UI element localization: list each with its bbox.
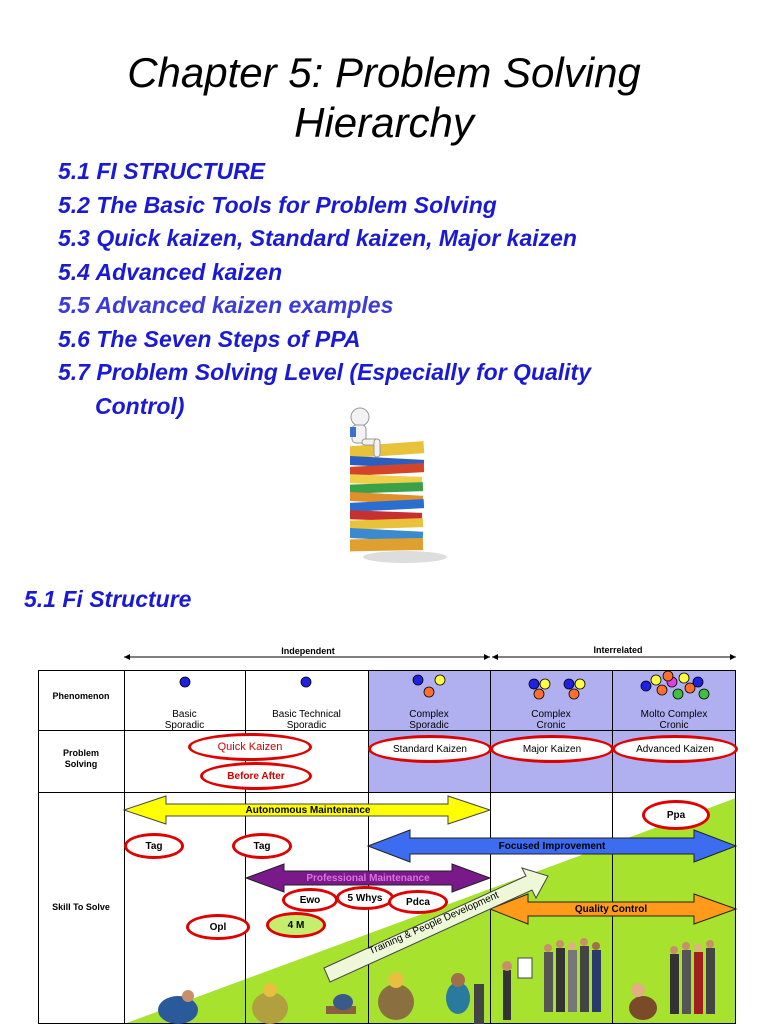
tag-oval-technical[interactable]: Tag [232, 833, 292, 859]
col-label-line1: Molto Complex [640, 709, 708, 720]
quality-control-arrow [488, 893, 738, 925]
stick-figure [350, 407, 381, 458]
focused-improvement-label: Focused Improvement [498, 841, 606, 852]
toc-item-5-2[interactable]: 5.2 The Basic Tools for Problem Solving [58, 191, 497, 218]
col-molto-complex-cronic: Molto Complex Cronic [612, 709, 736, 731]
toc-item-5-7[interactable]: 5.7 Problem Solving Level (Especially fo… [58, 359, 592, 385]
row-header-problem-solving: Problem Solving [38, 748, 124, 770]
col-label-line1: Basic Technical [272, 709, 341, 720]
title-line-2: Hierarchy [294, 99, 474, 146]
autonomous-maintenance-arrow [122, 795, 492, 825]
advanced-kaizen-oval[interactable]: Advanced Kaizen [612, 735, 738, 763]
title-line-1: Chapter 5: Problem Solving [127, 49, 641, 96]
row-header-phenomenon: Phenomenon [52, 691, 110, 701]
five-whys-oval[interactable]: 5 Whys [336, 886, 394, 910]
row-header-problem-line1: Problem [62, 748, 99, 758]
independent-label: Independent [281, 646, 335, 656]
toc-item-5-1[interactable]: 5.1 FI STRUCTURE [58, 158, 266, 184]
quick-kaizen-oval[interactable]: Quick Kaizen [188, 733, 312, 761]
col-basic-sporadic: Basic Sporadic [124, 709, 245, 731]
phenomenon-dots [179, 670, 710, 700]
col-basic-technical-sporadic: Basic Technical Sporadic [245, 709, 368, 731]
col-label-line2: Sporadic [286, 720, 327, 731]
training-arrow [323, 867, 549, 983]
col-complex-sporadic: Complex Sporadic [368, 709, 490, 731]
ppa-oval[interactable]: Ppa [642, 800, 710, 830]
four-m-oval[interactable]: 4 M [266, 912, 326, 938]
toc-item-5-7-cont[interactable]: Control) [95, 392, 185, 419]
col-label-line2: Sporadic [409, 720, 449, 731]
fi-structure-diagram: Independent Interrelated Phenomenon Prob… [38, 640, 738, 1024]
col-label-line2: Sporadic [164, 720, 205, 731]
autonomous-maintenance-label: Autonomous Maintenance [245, 805, 371, 816]
row-header-skill: Skill To Solve [52, 902, 110, 912]
books-stack [350, 441, 425, 552]
before-after-oval[interactable]: Before After [200, 762, 312, 790]
interrelated-label: Interrelated [593, 645, 643, 655]
toc-item-5-3[interactable]: 5.3 Quick kaizen, Standard kaizen, Major… [58, 225, 577, 251]
col-label-line1: Basic [172, 709, 197, 720]
row-header-problem-line2: Solving [64, 759, 98, 769]
focused-improvement-arrow [366, 829, 738, 863]
toc-item-5-4[interactable]: 5.4 Advanced kaizen [58, 258, 283, 285]
professional-maintenance-arrow [244, 863, 492, 893]
quality-control-label: Quality Control [574, 904, 648, 915]
tag-oval-basic[interactable]: Tag [124, 833, 184, 859]
col-label-line1: Complex [531, 709, 571, 720]
ewo-oval[interactable]: Ewo [282, 888, 338, 912]
col-complex-cronic: Complex Cronic [490, 709, 612, 731]
interrelated-arrow [492, 654, 736, 660]
section-heading: 5.1 Fi Structure [24, 586, 192, 612]
page-title: Chapter 5: Problem Solving Hierarchy [0, 48, 768, 148]
workers-illustration [158, 938, 715, 1024]
professional-maintenance-label: Professional Maintenance [306, 873, 430, 884]
opl-oval[interactable]: Opl [186, 914, 250, 940]
diagram-graphics [38, 654, 738, 1024]
toc-item-5-6[interactable]: 5.6 The Seven Steps of PPA [58, 325, 361, 352]
col-label-line1: Complex [409, 709, 449, 720]
major-kaizen-oval[interactable]: Major Kaizen [490, 735, 614, 763]
standard-kaizen-oval[interactable]: Standard Kaizen [368, 735, 492, 763]
pdca-oval[interactable]: Pdca [388, 890, 448, 914]
independent-arrow [124, 654, 490, 660]
toc-item-5-5[interactable]: 5.5 Advanced kaizen examples [58, 292, 394, 318]
col-label-line2: Cronic [536, 720, 566, 731]
table-of-contents: 5.1 FI STRUCTURE 5.2 The Basic Tools for… [58, 155, 738, 423]
col-label-line2: Cronic [659, 720, 689, 731]
stick-figure-on-books-illustration [350, 407, 447, 563]
